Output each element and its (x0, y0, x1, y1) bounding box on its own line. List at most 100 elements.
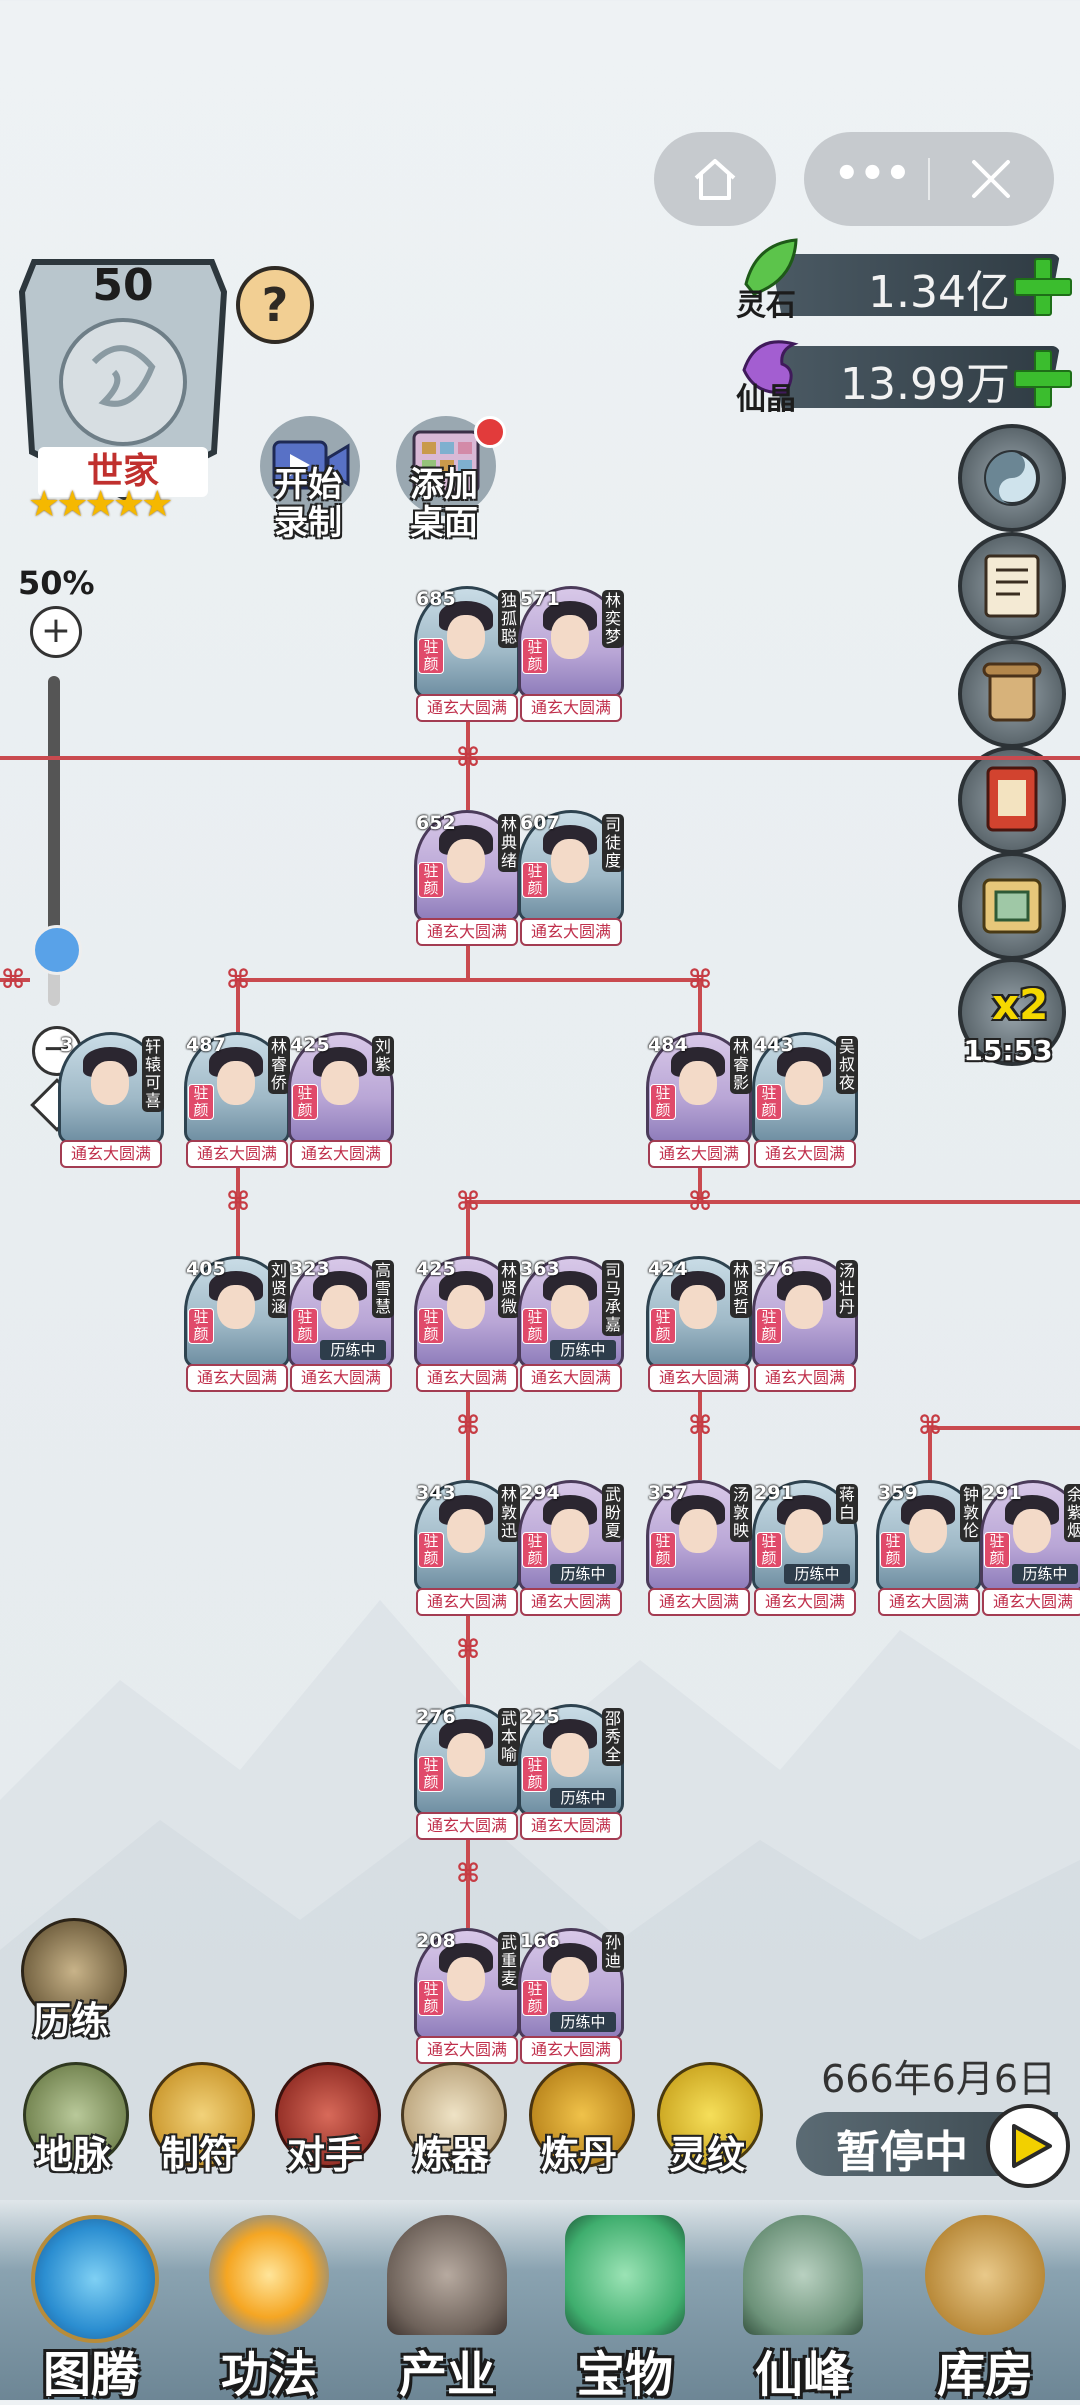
map-scroll-button[interactable] (958, 852, 1066, 960)
spiral-icon (657, 2062, 763, 2168)
scroll-button[interactable] (958, 640, 1066, 748)
start-recording-button[interactable]: 开始 录制 (252, 416, 364, 546)
tree-line (236, 978, 700, 982)
character-name: 蒋白 (836, 1484, 858, 1524)
home-icon (694, 159, 736, 200)
add-desktop-button[interactable]: 添加 桌面 (388, 416, 506, 546)
zoom-slider-handle[interactable] (32, 924, 82, 975)
character-tag: 驻颜 (650, 1532, 676, 1568)
clan-badge[interactable]: 50 世家 ★★★★★ (14, 252, 232, 525)
spirit-stone-label: 灵石 (736, 288, 796, 323)
training-status: 历练中 (320, 1340, 386, 1360)
peak-icon (743, 2215, 863, 2335)
character-number: 607 (520, 812, 560, 834)
nav-industry[interactable]: 产业 (362, 2215, 532, 2403)
character-rank: 通玄大圆满 (60, 1140, 162, 1168)
character-tag: 驻颜 (418, 1756, 444, 1792)
zoom-in-button[interactable]: + (30, 606, 82, 658)
talisman-label: 制符 (160, 2133, 237, 2177)
home-capsule-button[interactable] (654, 132, 776, 226)
play-button[interactable] (986, 2104, 1070, 2188)
character-name: 吴叔夜 (836, 1036, 858, 1094)
tree-line (466, 1200, 1080, 1204)
character-tag: 驻颜 (984, 1532, 1010, 1568)
training-label: 历练 (32, 1999, 109, 2043)
mountain-temple-icon (387, 2215, 507, 2335)
tree-line (0, 978, 30, 982)
immortal-crystal-bar (770, 346, 1060, 408)
more-icon[interactable]: ••• (834, 151, 911, 197)
tree-line (466, 1370, 470, 1480)
star-rating: ★★★★★ (28, 484, 173, 525)
character-rank: 通玄大圆满 (878, 1588, 980, 1616)
spirit-pattern-button[interactable]: 灵纹 (652, 2062, 763, 2177)
character-number: 652 (416, 812, 456, 834)
character-number: 376 (754, 1258, 794, 1280)
speed-up-button[interactable]: x2 (958, 958, 1066, 1066)
nav-treasure[interactable]: 宝物 (540, 2215, 710, 2403)
immortal-crystal-icon (742, 340, 799, 395)
book-button[interactable] (958, 746, 1066, 854)
character-name: 林奕梦 (602, 590, 624, 648)
character-rank: 通玄大圆满 (416, 694, 518, 722)
face (447, 1509, 485, 1553)
face (785, 1285, 823, 1329)
rival-button[interactable]: 对手 (270, 2062, 381, 2177)
settings-gear-button[interactable] (958, 424, 1066, 532)
earth-vein-label: 地脉 (34, 2133, 111, 2177)
refine-tool-button[interactable]: 炼器 (396, 2062, 507, 2177)
character-name: 林贤哲 (730, 1260, 752, 1318)
notification-dot (474, 416, 506, 448)
alchemy-label: 炼丹 (540, 2133, 617, 2177)
face (217, 1285, 255, 1329)
alchemy-button[interactable]: 炼丹 (524, 2062, 635, 2177)
letter-button[interactable] (958, 532, 1066, 640)
add-spirit-stone-button[interactable] (1012, 256, 1072, 316)
face (217, 1061, 255, 1105)
nav-storage[interactable]: 库房 (900, 2215, 1070, 2403)
help-button[interactable]: ? (236, 266, 314, 344)
face (447, 839, 485, 883)
earth-vein-button[interactable]: 地脉 (18, 2062, 129, 2177)
character-tag: 驻颜 (292, 1308, 318, 1344)
tree-line (466, 1818, 470, 1928)
close-icon[interactable] (968, 156, 1014, 202)
nav-totem[interactable]: 图腾 (6, 2215, 176, 2403)
character-name: 武本喻 (498, 1708, 520, 1766)
training-button[interactable]: 历练 (16, 1918, 127, 2043)
character-rank: 通玄大圆满 (520, 694, 622, 722)
talisman-button[interactable]: 制符 (144, 2062, 255, 2177)
nav-skill[interactable]: 功法 (184, 2215, 354, 2403)
add-immortal-crystal-button[interactable] (1012, 348, 1072, 408)
character-number: 571 (520, 588, 560, 610)
character-rank: 通玄大圆满 (416, 1812, 518, 1840)
nav-peak[interactable]: 仙峰 (718, 2215, 888, 2403)
character-rank: 通玄大圆满 (290, 1364, 392, 1392)
character-number: 343 (416, 1482, 456, 1504)
